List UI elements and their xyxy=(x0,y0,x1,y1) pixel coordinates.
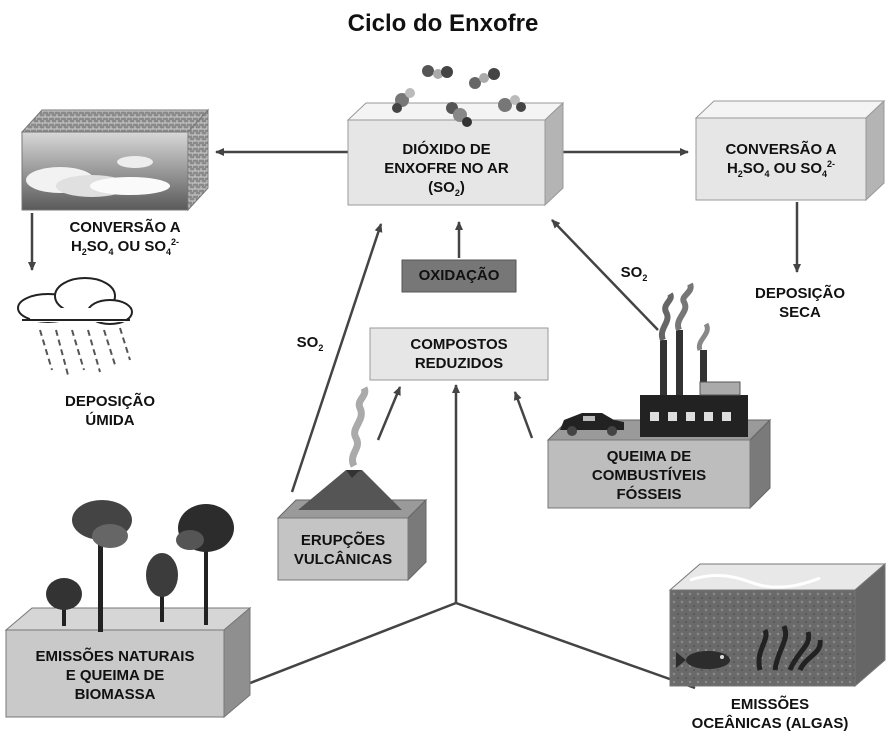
ocean-emissions-line2: OCEÂNICAS (ALGAS) xyxy=(691,715,849,732)
car-icon xyxy=(560,413,624,436)
arrow-volcano-to-so2 xyxy=(290,223,383,493)
ocean-emissions-label: EMISSÕES OCEÂNICAS (ALGAS) xyxy=(660,695,880,733)
wet-deposition-label: DEPOSIÇÃO ÚMIDA xyxy=(40,392,180,430)
volcanic-line1: ERUPÇÕES xyxy=(300,532,386,549)
dry-deposition-label: DEPOSIÇÃO SECA xyxy=(730,284,870,322)
conversion-right-label: CONVERSÃO A H2SO4 OU SO42- xyxy=(696,140,866,179)
reduced-compounds-box xyxy=(369,327,549,381)
molecule-4 xyxy=(446,102,472,127)
fish-icon xyxy=(676,651,730,669)
ocean-emissions-box xyxy=(668,562,886,688)
ocean-emissions-line1: EMISSÕES xyxy=(730,696,810,713)
wet-deposition-line1: DEPOSIÇÃO xyxy=(64,393,155,410)
arrow-fossil-to-reduced xyxy=(513,391,534,439)
molecule-2 xyxy=(469,68,500,89)
conversion-right-line2: H2SO4 OU SO42- xyxy=(726,159,836,179)
conversion-left-label: CONVERSÃO A H2SO4 OU SO42- xyxy=(40,218,210,257)
cloud-icon xyxy=(20,108,210,212)
volcanic-label: ERUPÇÕES VULCÂNICAS xyxy=(278,531,408,569)
diagram-title: Ciclo do Enxofre xyxy=(347,10,539,37)
conversion-left-line2: H2SO4 OU SO42- xyxy=(70,237,180,257)
natural-emissions-line1: EMISSÕES NATURAIS xyxy=(35,648,195,665)
natural-emissions-box xyxy=(4,606,252,719)
molecule-5 xyxy=(498,95,526,112)
oxidation-label: OXIDAÇÃO xyxy=(418,267,500,284)
fossil-fuels-line3: FÓSSEIS xyxy=(616,486,682,503)
reduced-compounds-line1: COMPOSTOS xyxy=(410,336,508,353)
arrow-fossil-to-so2 xyxy=(551,219,659,331)
volcano-icon xyxy=(298,386,402,510)
dry-deposition-line2: SECA xyxy=(779,304,821,321)
so2-air-box xyxy=(346,101,565,207)
conversion-right-box xyxy=(694,99,886,202)
so2-air-label: DIÓXIDO DE ENXOFRE NO AR (SO2) xyxy=(348,140,545,198)
arrows xyxy=(28,148,801,603)
oxidation-box xyxy=(401,259,517,293)
molecule-icon xyxy=(392,65,526,127)
hub-to-natural-line xyxy=(244,601,457,687)
so2-air-line2: ENXOFRE NO AR xyxy=(384,160,509,177)
factory-icon xyxy=(640,282,748,437)
tree-icon xyxy=(46,500,234,632)
volcano-box xyxy=(276,498,428,582)
so2-left-edge-label: SO2 xyxy=(296,334,324,353)
coral-icon xyxy=(756,625,823,672)
so2-air-line3: (SO2) xyxy=(428,179,465,198)
fossil-fuels-line2: COMBUSTÍVEIS xyxy=(591,467,707,484)
fossil-fuels-line1: QUEIMA DE xyxy=(606,448,692,465)
dry-deposition-line1: DEPOSIÇÃO xyxy=(754,285,845,302)
molecule-1 xyxy=(422,65,453,79)
fossil-fuels-label: QUEIMA DE COMBUSTÍVEIS FÓSSEIS xyxy=(548,447,750,504)
hub-to-ocean-line xyxy=(455,601,696,690)
conversion-right-line1: CONVERSÃO A xyxy=(725,141,837,158)
arrow-volcano-to-reduced xyxy=(376,386,402,441)
connector-lines xyxy=(244,601,696,690)
volcanic-line2: VULCÂNICAS xyxy=(293,551,393,568)
rain-cloud-icon xyxy=(17,277,133,376)
so2-right-edge-label: SO2 xyxy=(620,264,648,283)
natural-emissions-line2: E QUEIMA DE xyxy=(65,667,165,684)
so2-air-line1: DIÓXIDO DE xyxy=(402,141,491,158)
reduced-compounds-label: COMPOSTOS REDUZIDOS xyxy=(370,335,548,373)
conversion-left-line1: CONVERSÃO A xyxy=(69,219,181,236)
molecule-3 xyxy=(392,88,415,113)
natural-emissions-label: EMISSÕES NATURAIS E QUEIMA DE BIOMASSA xyxy=(6,647,224,704)
natural-emissions-line3: BIOMASSA xyxy=(74,686,156,703)
reduced-compounds-line2: REDUZIDOS xyxy=(414,355,504,372)
wet-deposition-line2: ÚMIDA xyxy=(85,412,135,429)
